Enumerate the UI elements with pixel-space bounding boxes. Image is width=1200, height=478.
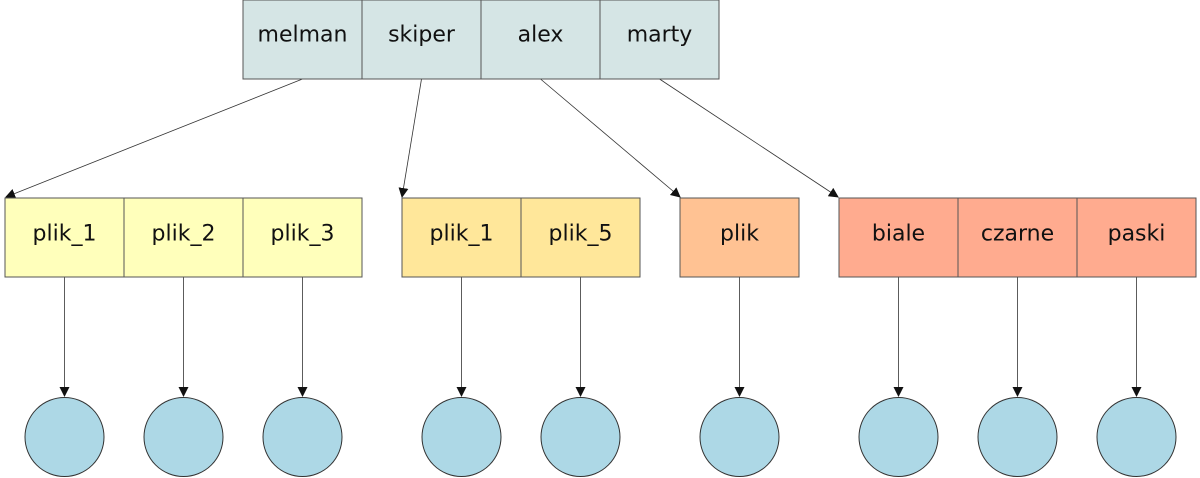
child-cell: [957, 197, 1078, 278]
child-cell-label: plik_2: [152, 222, 216, 247]
leaf-circle: [858, 397, 939, 477]
edge-arrow: [5, 78, 303, 199]
leaf-circle: [977, 397, 1058, 477]
child-node-melman: plik_1 plik_2 plik_3: [4, 197, 363, 278]
edge-arrow: [398, 78, 422, 198]
root-cell-melman: [242, 0, 363, 80]
child-cell-label: biale: [872, 222, 925, 247]
leaf-nodes: [24, 397, 1177, 477]
child-cell: [838, 197, 959, 278]
edges: [5, 78, 1142, 397]
root-cell-label: skiper: [388, 23, 456, 48]
child-cell: [123, 197, 244, 278]
edge-arrow: [659, 78, 839, 198]
child-node-marty: biale czarne paski: [838, 197, 1197, 278]
child-cell-label: czarne: [981, 222, 1054, 247]
edge-arrow: [540, 78, 681, 198]
child-cell-label: paski: [1108, 222, 1166, 247]
leaf-circle: [699, 397, 780, 477]
child-cell-label: plik_5: [549, 222, 613, 247]
leaf-circle: [540, 397, 621, 477]
leaf-circle: [24, 397, 105, 477]
leaf-circle: [143, 397, 224, 477]
leaf-circle: [421, 397, 502, 477]
child-cell: [1076, 197, 1197, 278]
child-cell: [242, 197, 363, 278]
child-cell-label: plik_1: [33, 222, 97, 247]
root-cell-skiper: [361, 0, 482, 80]
leaf-circle: [1096, 397, 1177, 477]
root-cell-marty: [599, 0, 720, 80]
child-node-alex: plik: [679, 197, 800, 278]
child-node-skiper: plik_1 plik_5: [401, 197, 641, 278]
child-cell-label: plik: [720, 222, 759, 247]
leaf-circle: [262, 397, 343, 477]
root-node: melman skiper alex marty: [242, 0, 720, 80]
root-cell-label: marty: [627, 23, 693, 48]
child-cell-label: plik_3: [271, 222, 335, 247]
child-cell: [679, 197, 800, 278]
root-cell-label: melman: [258, 23, 348, 48]
root-cell-label: alex: [518, 23, 564, 48]
child-cell: [520, 197, 641, 278]
child-cell: [401, 197, 522, 278]
child-cell-label: plik_1: [430, 222, 494, 247]
child-cell: [4, 197, 125, 278]
